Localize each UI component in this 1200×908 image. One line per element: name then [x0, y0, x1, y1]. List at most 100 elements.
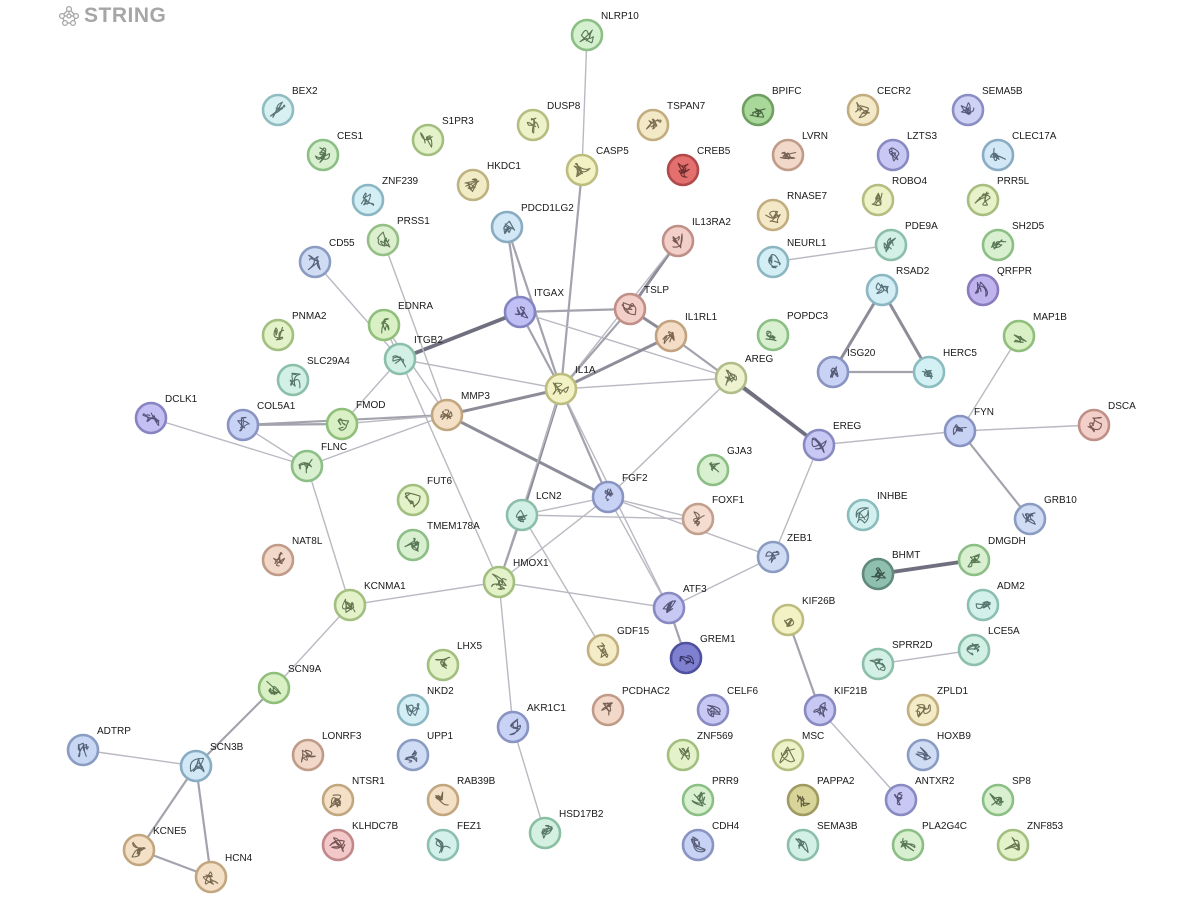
node-circle-cdh4[interactable]: [681, 828, 715, 862]
node-circle-tspan7[interactable]: [636, 108, 670, 142]
node-circle-qrfpr[interactable]: [966, 273, 1000, 307]
node-rsad2[interactable]: RSAD2: [865, 266, 930, 307]
node-pnma2[interactable]: PNMA2: [261, 311, 327, 352]
node-cd55[interactable]: CD55: [298, 238, 355, 279]
node-dusp8[interactable]: DUSP8: [516, 101, 581, 142]
node-msc[interactable]: MSC: [771, 731, 824, 772]
node-circle-rab39b[interactable]: [426, 783, 460, 817]
node-circle-prr5l[interactable]: [966, 183, 1000, 217]
node-mmp3[interactable]: MMP3: [430, 391, 490, 432]
node-tmem178a[interactable]: TMEM178A: [396, 521, 480, 562]
node-map1b[interactable]: MAP1B: [1002, 312, 1067, 353]
node-ednra[interactable]: EDNRA: [367, 301, 433, 342]
node-dmgdh[interactable]: DMGDH: [957, 536, 1026, 577]
node-circle-lvrn[interactable]: [771, 138, 805, 172]
node-klhdc7b[interactable]: KLHDC7B: [321, 821, 398, 862]
node-pdcd1lg2[interactable]: PDCD1LG2: [490, 203, 574, 244]
node-il13ra2[interactable]: IL13RA2: [661, 217, 731, 258]
node-circle-zeb1[interactable]: [756, 540, 790, 574]
node-znf569[interactable]: ZNF569: [666, 731, 734, 772]
node-hkdc1[interactable]: HKDC1: [456, 161, 521, 202]
node-grem1[interactable]: GREM1: [669, 634, 736, 675]
node-kcnma1[interactable]: KCNMA1: [333, 581, 406, 622]
node-casp5[interactable]: CASP5: [565, 146, 629, 187]
node-cecr2[interactable]: CECR2: [846, 86, 911, 127]
node-circle-inhbe[interactable]: [846, 498, 880, 532]
node-fmod[interactable]: FMOD: [325, 400, 385, 441]
node-adtrp[interactable]: ADTRP: [66, 726, 131, 767]
node-popdc3[interactable]: POPDC3: [756, 311, 829, 352]
node-hcn4[interactable]: HCN4: [194, 853, 253, 894]
node-hoxb9[interactable]: HOXB9: [906, 731, 971, 772]
node-col5a1[interactable]: COL5A1: [226, 401, 296, 442]
node-circle-grb10[interactable]: [1013, 502, 1047, 536]
node-fyn[interactable]: FYN: [943, 407, 994, 448]
node-nat8l[interactable]: NAT8L: [261, 536, 323, 577]
node-hmox1[interactable]: HMOX1: [482, 558, 549, 599]
node-scn3b[interactable]: SCN3B: [179, 742, 244, 783]
node-grb10[interactable]: GRB10: [1013, 495, 1077, 536]
node-circle-pla2g4c[interactable]: [891, 828, 925, 862]
node-bpifc[interactable]: BPIFC: [741, 86, 801, 127]
node-fez1[interactable]: FEZ1: [426, 821, 482, 862]
node-tslp[interactable]: TSLP: [613, 285, 669, 326]
node-sema3b[interactable]: SEMA3B: [786, 821, 858, 862]
node-creb5[interactable]: CREB5: [666, 146, 731, 187]
node-antxr2[interactable]: ANTXR2: [884, 776, 955, 817]
node-gdf15[interactable]: GDF15: [586, 626, 650, 667]
node-circle-pde9a[interactable]: [874, 228, 908, 262]
node-circle-grem1[interactable]: [669, 641, 703, 675]
node-fgf2[interactable]: FGF2: [591, 473, 648, 514]
node-il1rl1[interactable]: IL1RL1: [654, 312, 718, 353]
node-robo4[interactable]: ROBO4: [861, 176, 927, 217]
node-rab39b[interactable]: RAB39B: [426, 776, 496, 817]
node-circle-itgax[interactable]: [503, 295, 537, 329]
node-itgb2[interactable]: ITGB2: [383, 335, 443, 376]
node-circle-hoxb9[interactable]: [906, 738, 940, 772]
node-circle-zpld1[interactable]: [906, 693, 940, 727]
node-upp1[interactable]: UPP1: [396, 731, 454, 772]
node-itgax[interactable]: ITGAX: [503, 288, 564, 329]
node-circle-dsca[interactable]: [1077, 408, 1111, 442]
node-slc29a4[interactable]: SLC29A4: [276, 356, 350, 397]
node-tspan7[interactable]: TSPAN7: [636, 101, 706, 142]
node-circle-popdc3[interactable]: [756, 318, 790, 352]
node-pde9a[interactable]: PDE9A: [874, 221, 938, 262]
node-kif21b[interactable]: KIF21B: [803, 686, 868, 727]
node-zeb1[interactable]: ZEB1: [756, 533, 812, 574]
node-s1pr3[interactable]: S1PR3: [411, 116, 474, 157]
node-atf3[interactable]: ATF3: [652, 584, 707, 625]
node-circle-neurl1[interactable]: [756, 245, 790, 279]
node-gja3[interactable]: GJA3: [696, 446, 752, 487]
node-circle-sprr2d[interactable]: [861, 647, 895, 681]
node-circle-map1b[interactable]: [1002, 319, 1036, 353]
node-circle-msc[interactable]: [771, 738, 805, 772]
node-pappa2[interactable]: PAPPA2: [786, 776, 855, 817]
node-sema5b[interactable]: SEMA5B: [951, 86, 1023, 127]
node-circle-il13ra2[interactable]: [661, 224, 695, 258]
node-circle-casp5[interactable]: [565, 153, 599, 187]
node-lcn2[interactable]: LCN2: [505, 491, 562, 532]
node-circle-prss1[interactable]: [366, 223, 400, 257]
node-circle-pnma2[interactable]: [261, 318, 295, 352]
node-circle-antxr2[interactable]: [884, 783, 918, 817]
node-herc5[interactable]: HERC5: [912, 348, 977, 389]
node-isg20[interactable]: ISG20: [816, 348, 876, 389]
node-circle-sh2d5[interactable]: [981, 228, 1015, 262]
node-ntsr1[interactable]: NTSR1: [321, 776, 385, 817]
node-circle-fmod[interactable]: [325, 407, 359, 441]
node-circle-fut6[interactable]: [396, 483, 430, 517]
node-hsd17b2[interactable]: HSD17B2: [528, 809, 604, 850]
node-circle-znf239[interactable]: [351, 183, 385, 217]
node-circle-clec17a[interactable]: [981, 138, 1015, 172]
node-inhbe[interactable]: INHBE: [846, 491, 908, 532]
node-adm2[interactable]: ADM2: [966, 581, 1025, 622]
node-kif26b[interactable]: KIF26B: [771, 596, 836, 637]
node-circle-lce5a[interactable]: [957, 633, 991, 667]
node-prr9[interactable]: PRR9: [681, 776, 739, 817]
node-nlrp10[interactable]: NLRP10: [570, 11, 639, 52]
node-circle-celf6[interactable]: [696, 693, 730, 727]
node-circle-nlrp10[interactable]: [570, 18, 604, 52]
node-lce5a[interactable]: LCE5A: [957, 626, 1020, 667]
node-lzts3[interactable]: LZTS3: [876, 131, 937, 172]
